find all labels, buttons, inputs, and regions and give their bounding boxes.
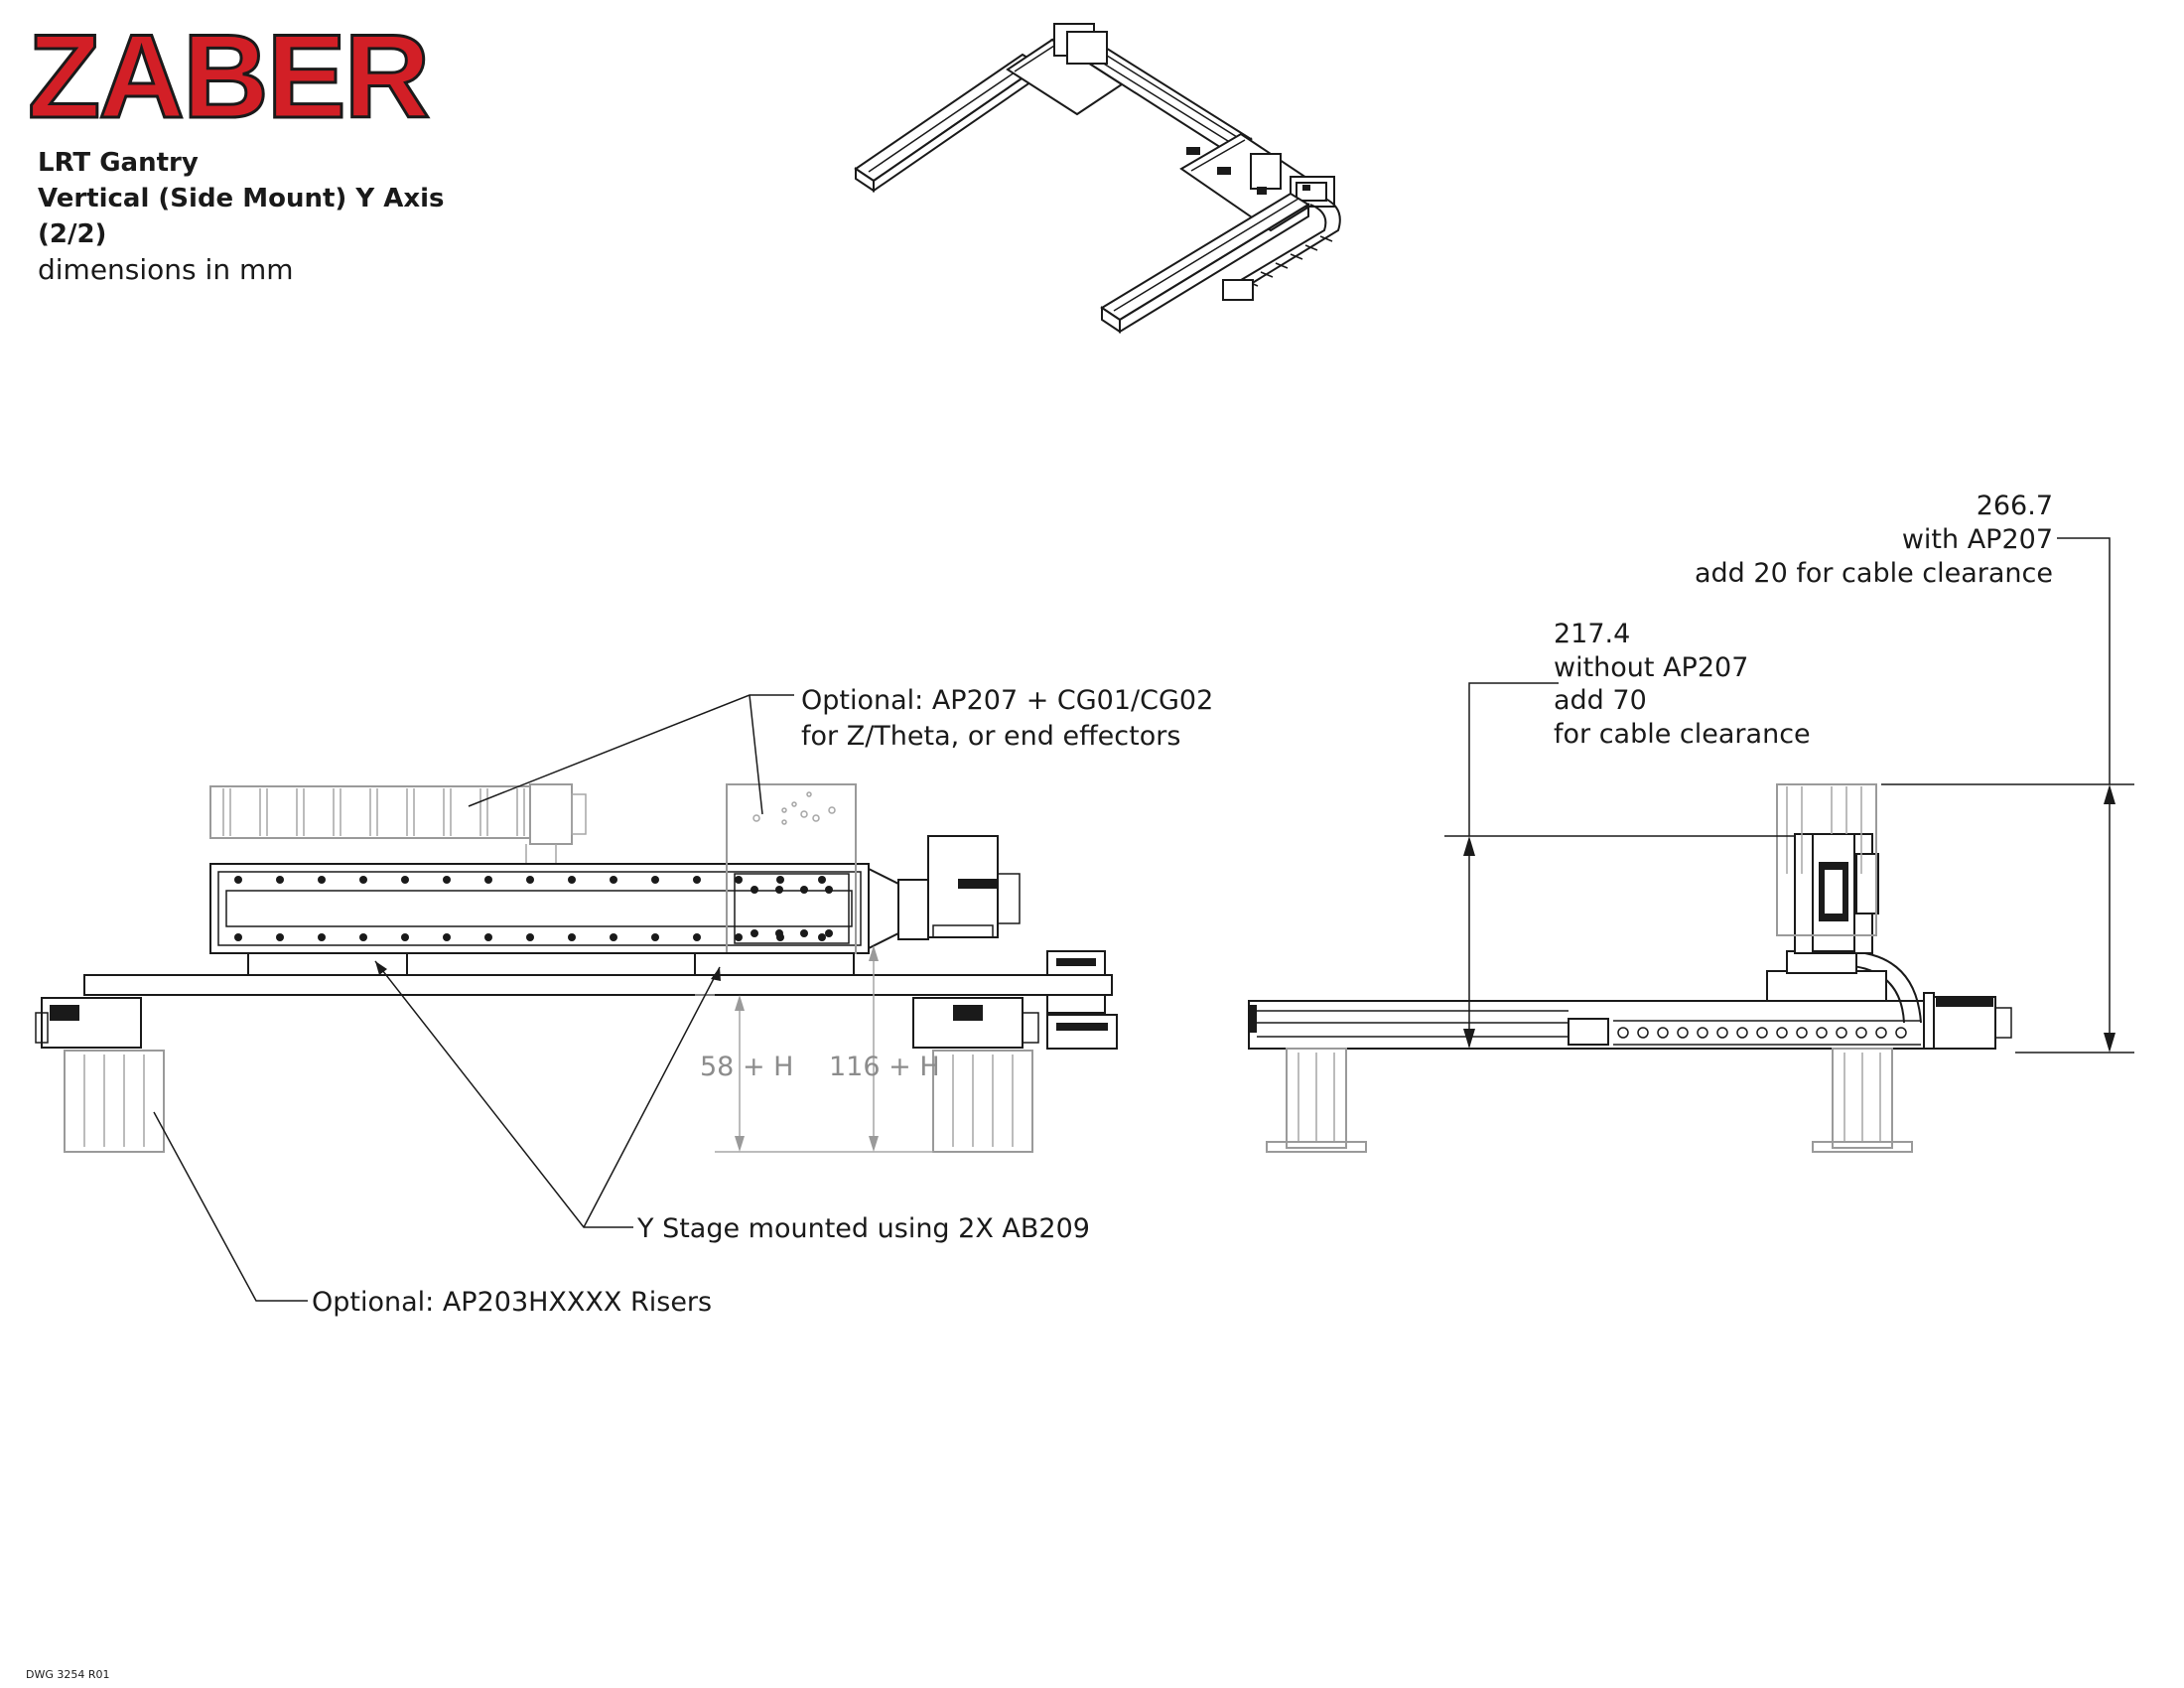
title-line-4: dimensions in mm [38, 253, 294, 286]
leader-lines [153, 694, 794, 1302]
dim-217-line-3: add 70 [1554, 685, 1647, 716]
dim-217-line-4: for cable clearance [1554, 719, 1811, 750]
isometric-view [854, 23, 1341, 334]
callout-risers: Optional: AP203HXXXX Risers [312, 1287, 712, 1318]
front-view [35, 783, 1118, 1153]
dim-266-line-3: add 20 for cable clearance [1695, 558, 2053, 589]
callout-optional-ap207-line-1: Optional: AP207 + CG01/CG02 [801, 685, 1213, 716]
title-line-3: (2/2) [38, 219, 106, 249]
dim-217-line-2: without AP207 [1554, 652, 1748, 683]
dim-217-value: 217.4 [1554, 619, 1630, 649]
title-line-2: Vertical (Side Mount) Y Axis [38, 184, 445, 213]
side-view [1248, 537, 2134, 1153]
drawing-number: DWG 3254 R01 [26, 1668, 110, 1681]
callout-optional-ap207-line-2: for Z/Theta, or end effectors [801, 721, 1180, 752]
dim-116-h: 116 + H [829, 1052, 940, 1082]
callout-y-stage: Y Stage mounted using 2X AB209 [636, 1213, 1090, 1244]
dim-266-value: 266.7 [1977, 491, 2053, 521]
dim-58-h: 58 + H [700, 1052, 793, 1082]
zaber-logo: ZABER [28, 10, 429, 143]
dim-266-line-2: with AP207 [1902, 524, 2053, 555]
title-line-1: LRT Gantry [38, 148, 199, 178]
